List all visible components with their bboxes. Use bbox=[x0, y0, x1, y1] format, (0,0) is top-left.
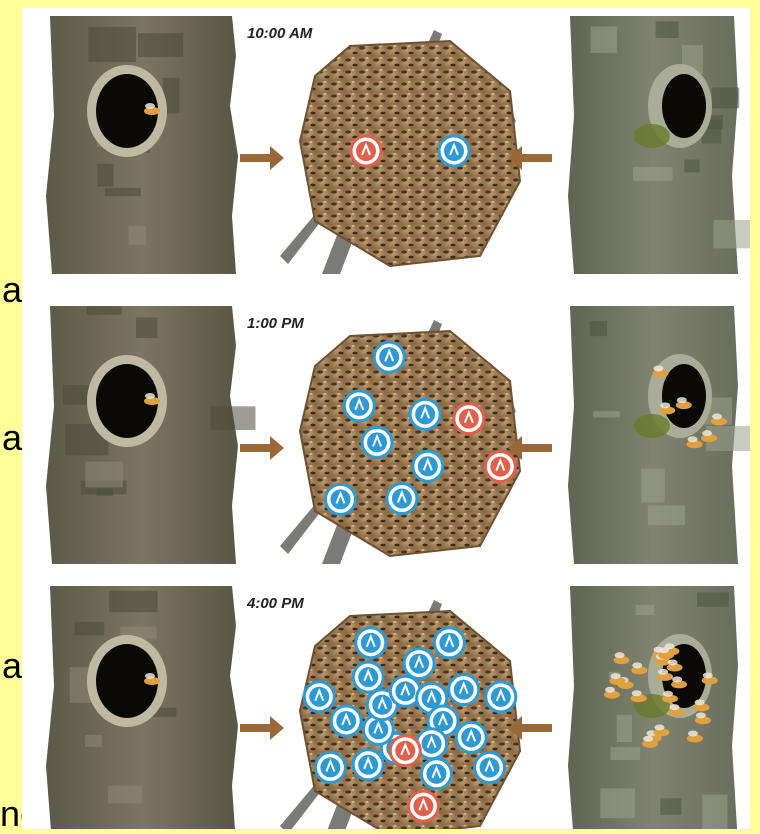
bee-wing bbox=[605, 687, 615, 693]
moss-patch bbox=[634, 124, 670, 148]
bark-texture bbox=[85, 735, 102, 747]
bark-texture bbox=[610, 747, 640, 760]
diagram-row bbox=[46, 306, 750, 564]
bee-wing bbox=[658, 669, 668, 675]
bark-texture bbox=[138, 33, 183, 57]
bee-wing bbox=[643, 736, 653, 742]
slide-text-fragment: a bbox=[2, 420, 22, 456]
bark-texture bbox=[211, 406, 256, 430]
time-label-4pm: 4:00 PM bbox=[246, 595, 304, 612]
bee-wing bbox=[145, 673, 155, 679]
bee-wing bbox=[677, 397, 687, 403]
nest-hole-right bbox=[662, 364, 706, 428]
swarm-decision-diagram: 10:00 AM 1:00 PM 4:00 PM bbox=[22, 8, 750, 829]
bee-wing bbox=[611, 673, 621, 679]
moss-patch bbox=[634, 414, 670, 438]
bark-texture bbox=[85, 462, 123, 488]
bark-texture bbox=[108, 786, 142, 804]
bee-wing bbox=[654, 724, 664, 730]
bark-texture bbox=[702, 795, 727, 829]
bark-texture bbox=[87, 306, 122, 315]
nest-hole-right bbox=[662, 74, 706, 138]
bee-wing bbox=[615, 652, 625, 658]
bee-swarm-cluster bbox=[300, 331, 520, 556]
bee-wing bbox=[703, 672, 713, 678]
time-label-1pm: 1:00 PM bbox=[247, 315, 304, 332]
bark-texture bbox=[714, 220, 750, 248]
bark-texture bbox=[697, 592, 728, 606]
bee-wing bbox=[696, 712, 706, 718]
bee-swarm-cluster bbox=[300, 41, 520, 266]
bark-texture bbox=[633, 167, 672, 181]
bark-texture bbox=[105, 188, 141, 196]
bee-wing bbox=[659, 647, 669, 653]
bee-wing bbox=[668, 660, 678, 666]
bee-wing bbox=[712, 413, 722, 419]
bark-texture bbox=[636, 605, 654, 615]
figure-panel: 10:00 AM 1:00 PM 4:00 PM bbox=[22, 8, 750, 829]
bark-texture bbox=[600, 788, 635, 818]
arrow-right bbox=[240, 146, 284, 170]
bark-texture bbox=[88, 27, 136, 62]
bark-texture bbox=[684, 160, 699, 173]
bark-texture bbox=[660, 798, 681, 815]
bee-wing bbox=[660, 402, 670, 408]
bee-wing bbox=[688, 436, 698, 442]
bee-wing bbox=[702, 430, 712, 436]
bark-texture bbox=[617, 715, 632, 742]
bee-wing bbox=[632, 662, 642, 668]
bee-wing bbox=[695, 699, 705, 705]
bee-wing bbox=[145, 103, 155, 109]
bark-texture bbox=[593, 411, 620, 417]
bark-texture bbox=[641, 469, 665, 503]
bark-texture bbox=[656, 21, 679, 38]
bark-texture bbox=[97, 164, 113, 187]
arrow-right bbox=[240, 716, 284, 740]
bark-texture bbox=[648, 505, 685, 525]
bark-texture bbox=[591, 26, 617, 52]
bark-texture bbox=[136, 317, 157, 338]
bee-wing bbox=[653, 366, 663, 372]
bark-texture bbox=[129, 226, 147, 245]
time-label-10am: 10:00 AM bbox=[247, 25, 313, 42]
bark-texture bbox=[590, 321, 607, 336]
bee-wing bbox=[145, 393, 155, 399]
bark-texture bbox=[109, 591, 157, 612]
bee-wing bbox=[688, 730, 698, 736]
bee-wing bbox=[632, 690, 642, 696]
arrow-right bbox=[240, 436, 284, 460]
bark-texture bbox=[75, 622, 104, 636]
bark-texture bbox=[712, 87, 740, 108]
slide-text-fragment: a bbox=[2, 648, 22, 684]
diagram-row bbox=[46, 586, 738, 829]
diagram-row bbox=[46, 16, 750, 274]
slide-text-fragment: a bbox=[2, 272, 22, 308]
bee-wing bbox=[672, 676, 682, 682]
bee-wing bbox=[663, 691, 673, 697]
bark-texture bbox=[96, 489, 113, 496]
bee-wing bbox=[670, 704, 680, 710]
